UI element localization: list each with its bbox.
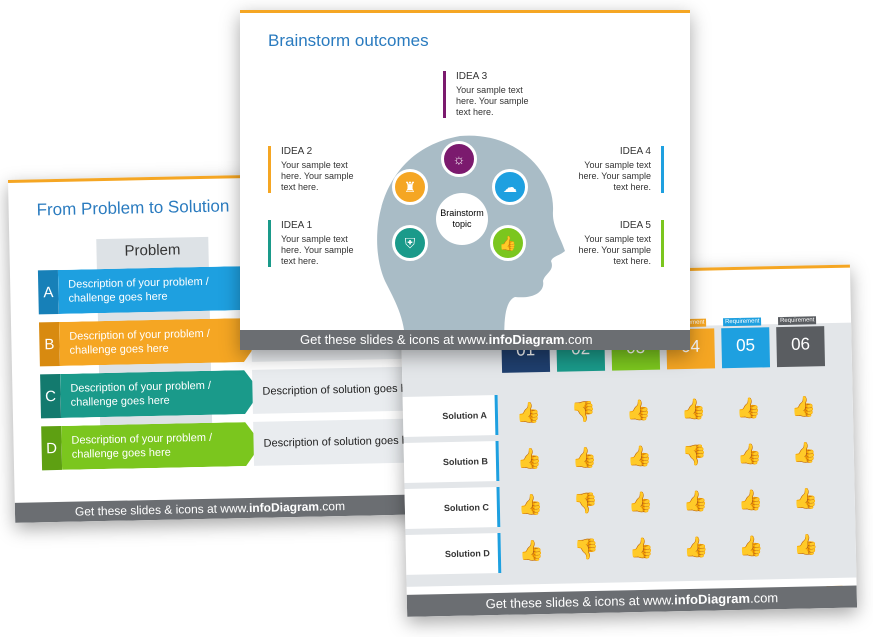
like-icon: 👍 (490, 225, 526, 261)
shield-icon: ⛨ (392, 225, 428, 261)
thumbs-up-icon: 👍 (683, 536, 709, 560)
row-letter: D (41, 425, 63, 471)
thumbs-up-icon: 👍 (790, 396, 817, 419)
thumbs-up-icon: 👍 (735, 397, 762, 420)
solution-text: Description of solution goes here (253, 418, 416, 466)
thumbs-up-icon: 👍 (791, 442, 817, 465)
idea-title: IDEA 4 (619, 146, 651, 157)
thumbs-up-icon: 👍 (738, 535, 764, 558)
cloud-icon: ☁ (492, 169, 528, 205)
idea-5: IDEA 5 Your sample text here. Your sampl… (573, 220, 664, 267)
solution-label: Solution D (405, 532, 502, 575)
thumbs-up-icon: 👍 (737, 489, 763, 512)
requirement-number: 06 (790, 334, 811, 354)
requirement-header: Requirement 05 (721, 317, 771, 369)
thumbs-up-icon: 👍 (792, 488, 818, 511)
thumbs-up-icon: 👍 (517, 494, 544, 517)
requirement-number: 05 (735, 335, 756, 355)
footer-prefix: Get these slides & icons at www. (485, 592, 675, 612)
thumbs-up-icon: 👍 (736, 443, 762, 466)
thumbs-up-icon: 👍 (628, 537, 654, 561)
thumbs-down-icon: 👎 (681, 444, 708, 468)
idea-title: IDEA 3 (456, 71, 488, 82)
row-letter: B (38, 321, 60, 367)
solution-label: Solution B (403, 440, 500, 483)
idea-text: Your sample text here. Your sample text … (281, 234, 354, 266)
thumbs-down-icon: 👎 (570, 400, 597, 424)
problem-text: Description of your problem / challenge … (60, 370, 261, 418)
footer-brand: infoDiagram (248, 499, 320, 516)
idea-title: IDEA 5 (619, 220, 651, 231)
idea-1: IDEA 1 Your sample text here. Your sampl… (268, 220, 361, 267)
requirement-header: Requirement 06 (776, 316, 826, 368)
chess-rook-icon: ♜ (392, 169, 428, 205)
thumbs-down-icon: 👎 (572, 492, 598, 516)
thumbs-up-icon: 👍 (516, 448, 543, 471)
thumbs-up-icon: 👍 (680, 398, 707, 422)
solution-text: Description of solution goes here (252, 366, 416, 414)
slide-footer: Get these slides & icons at www.infoDiag… (240, 330, 690, 350)
slide-title: From Problem to Solution (36, 196, 230, 220)
thumbs-up-icon: 👍 (571, 446, 598, 470)
thumbs-down-icon: 👎 (573, 538, 599, 562)
idea-text: Your sample text here. Your sample text … (578, 234, 651, 266)
footer-brand: infoDiagram (488, 332, 565, 347)
idea-text: Your sample text here. Your sample text … (281, 160, 354, 192)
problem-column-header: Problem (124, 241, 181, 260)
slide-title: Brainstorm outcomes (268, 31, 429, 50)
thumbs-up-icon: 👍 (626, 445, 653, 469)
row-letter: A (37, 269, 59, 315)
thumbs-up-icon: 👍 (515, 402, 542, 425)
problem-text: Description of your problem / challenge … (59, 318, 260, 366)
idea-text: Your sample text here. Your sample text … (456, 85, 529, 117)
slide-footer: Get these slides & icons at www.infoDiag… (14, 493, 416, 523)
idea-text: Your sample text here. Your sample text … (578, 160, 651, 192)
idea-2: IDEA 2 Your sample text here. Your sampl… (268, 146, 361, 193)
footer-prefix: Get these slides & icons at www. (300, 332, 489, 347)
idea-4: IDEA 4 Your sample text here. Your sampl… (573, 146, 664, 193)
thumbs-up-icon: 👍 (518, 540, 544, 563)
thumbs-up-icon: 👍 (625, 399, 652, 423)
idea-3: IDEA 3 Your sample text here. Your sampl… (443, 71, 541, 118)
brainstorm-topic: Brainstorm topic (436, 193, 488, 245)
idea-title: IDEA 1 (281, 220, 313, 231)
slide-footer: Get these slides & icons at www.infoDiag… (406, 585, 858, 617)
lightbulb-icon: ☼ (441, 141, 477, 177)
requirement-tag: Requirement (777, 316, 817, 326)
problem-row: A Description of your problem / challeng… (37, 266, 259, 315)
problem-row: D Description of your problem / challeng… (41, 422, 262, 471)
footer-suffix: .com (564, 332, 593, 347)
problem-text: Description of your problem / challenge … (61, 422, 262, 470)
footer-suffix: .com (749, 590, 779, 606)
idea-title: IDEA 2 (281, 146, 313, 157)
thumbs-up-icon: 👍 (682, 490, 708, 514)
footer-prefix: Get these slides & icons at www. (74, 501, 250, 519)
solution-label: Solution C (404, 486, 501, 529)
footer-suffix: .com (318, 499, 346, 514)
brainstorm-slide: Brainstorm outcomes Brainstorm topic ☼ ☁… (240, 10, 690, 350)
requirement-tag: Requirement (722, 317, 762, 327)
row-letter: C (40, 373, 61, 419)
thumbs-up-icon: 👍 (793, 534, 819, 557)
problem-row: B Description of your problem / challeng… (38, 318, 260, 367)
footer-brand: infoDiagram (674, 590, 751, 608)
problem-text: Description of your problem / challenge … (58, 266, 259, 314)
solution-label: Solution A (402, 394, 499, 437)
problem-row: C Description of your problem / challeng… (40, 370, 261, 419)
thumbs-up-icon: 👍 (627, 491, 653, 515)
